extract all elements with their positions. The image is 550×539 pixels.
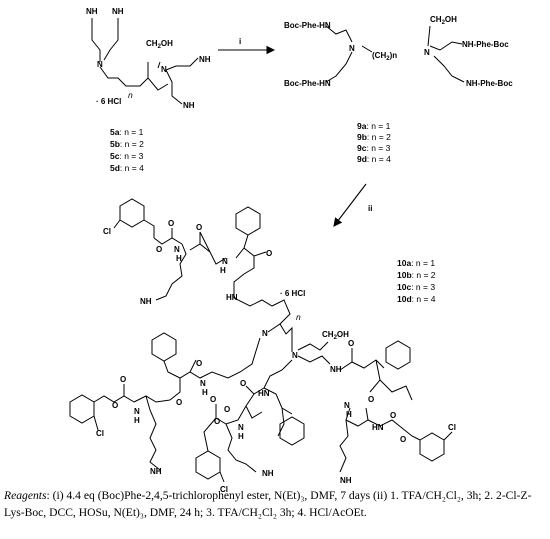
oxygen-label: O xyxy=(168,219,174,228)
phe-boc-label: NH-Phe-Boc xyxy=(466,79,513,88)
oxygen-label: O xyxy=(196,359,202,368)
nh-label: HN xyxy=(258,389,270,398)
nh-label: N xyxy=(200,379,206,388)
nitrogen-label: N xyxy=(161,65,167,74)
compound-10b: 10b: n = 2 xyxy=(397,270,436,280)
nh-label: NH xyxy=(330,365,342,374)
compound-10-structure: Cl O O N H O NH N H O HN · 6 HCl N N n C… xyxy=(69,198,456,494)
benzene-ring xyxy=(385,340,411,370)
compound-9-list: 9a: n = 1 9b: n = 2 9c: n = 3 9d: n = 4 xyxy=(357,121,391,164)
nh-label: N xyxy=(344,401,350,410)
compound-5-structure: NH NH N CH2OH N NH NH n · 6 HCl xyxy=(86,7,211,110)
reaction-step-i: i xyxy=(218,37,276,55)
oxygen-label: O xyxy=(156,245,162,254)
oxygen-label: O xyxy=(390,411,396,420)
benzene-ring xyxy=(69,394,95,424)
compound-5a: 5a: n = 1 xyxy=(110,127,144,137)
amine-label: NH xyxy=(340,476,352,485)
nh-label: N xyxy=(238,423,244,432)
boc-phe-label: Boc-Phe-HN xyxy=(284,21,331,30)
nh-label: N xyxy=(134,407,140,416)
boc-phe-label: Boc-Phe-HN xyxy=(284,79,331,88)
oxygen-label: O xyxy=(266,249,272,258)
compound-9c: 9c: n = 3 xyxy=(357,143,391,153)
nh-label: HN xyxy=(372,423,384,432)
h-label: H xyxy=(134,416,140,425)
amine-label: NH xyxy=(112,7,124,16)
linker-label: (CH2)n xyxy=(372,51,397,62)
n-index: n xyxy=(296,312,301,322)
nitrogen-label: N xyxy=(349,44,355,53)
nitrogen-label: N xyxy=(262,329,268,338)
oxygen-label: O xyxy=(210,395,216,404)
compound-5c: 5c: n = 3 xyxy=(110,151,144,161)
nitrogen-label: N xyxy=(97,60,103,69)
scheme-caption: Reagents: (i) 4.4 eq (Boc)Phe-2,4,5-tric… xyxy=(4,487,548,521)
benzene-ring xyxy=(419,432,445,462)
phe-boc-label: NH-Phe-Boc xyxy=(462,40,509,49)
reaction-arrow xyxy=(333,183,367,227)
benzene-ring xyxy=(195,450,221,480)
step-label: i xyxy=(239,37,241,46)
oxygen-label: O xyxy=(176,398,182,407)
nitrogen-label: N xyxy=(292,351,298,360)
benzene-ring xyxy=(119,198,145,228)
oxygen-label: O xyxy=(214,417,220,426)
amine-label: NH xyxy=(150,467,162,476)
ch2oh-label: CH2OH xyxy=(146,39,173,50)
h-label: H xyxy=(220,266,226,275)
oxygen-label: O xyxy=(368,395,374,404)
h-label: H xyxy=(346,410,352,419)
nitrogen-label: N xyxy=(424,48,430,57)
step-label: ii xyxy=(368,204,372,213)
caption-label: Reagents xyxy=(4,489,47,502)
chloro-label: Cl xyxy=(103,227,111,236)
h-label: H xyxy=(238,432,244,441)
oxygen-label: O xyxy=(348,339,354,348)
h-label: H xyxy=(202,388,208,397)
oxygen-label: O xyxy=(240,379,246,388)
compound-9d: 9d: n = 4 xyxy=(357,154,391,164)
ch2oh-label: CH2OH xyxy=(322,330,349,341)
n-index: n xyxy=(128,90,133,100)
chloro-label: Cl xyxy=(96,429,104,438)
compound-10-list: 10a: n = 1 10b: n = 2 10c: n = 3 10d: n … xyxy=(397,258,436,304)
amine-label: NH xyxy=(262,469,274,478)
h-label: H xyxy=(176,254,182,263)
compound-9-structure: Boc-Phe-HN Boc-Phe-HN N (CH2)n N CH2OH N… xyxy=(284,15,513,88)
oxygen-label: O xyxy=(400,435,406,444)
compound-5d: 5d: n = 4 xyxy=(110,163,144,173)
benzene-ring xyxy=(235,206,261,236)
reaction-step-ii: ii xyxy=(333,183,372,227)
chloro-label: Cl xyxy=(220,485,228,494)
benzene-ring xyxy=(279,416,305,446)
amine-label: NH xyxy=(199,55,211,64)
nh-label: N xyxy=(222,257,228,266)
compound-9a: 9a: n = 1 xyxy=(357,121,391,131)
oxygen-label: O xyxy=(196,223,202,232)
amine-label: NH xyxy=(86,7,98,16)
oxygen-label: O xyxy=(112,401,118,410)
compound-5b: 5b: n = 2 xyxy=(110,139,144,149)
compound-10d: 10d: n = 4 xyxy=(397,294,436,304)
ch2oh-label: CH2OH xyxy=(430,15,457,26)
caption-text: : (i) 4.4 eq (Boc)Phe-2,4,5-trichlorophe… xyxy=(4,489,532,519)
oxygen-label: O xyxy=(224,405,230,414)
oxygen-label: O xyxy=(120,375,126,384)
salt-label: · 6 HCl xyxy=(280,289,305,298)
amine-label: NH xyxy=(183,101,195,110)
compound-10a: 10a: n = 1 xyxy=(397,258,435,268)
benzene-ring xyxy=(151,332,177,362)
compound-10c: 10c: n = 3 xyxy=(397,282,435,292)
nh-label: HN xyxy=(226,293,238,302)
nh-label: N xyxy=(174,245,180,254)
compound-5-list: 5a: n = 1 5b: n = 2 5c: n = 3 5d: n = 4 xyxy=(110,127,144,173)
chloro-label: Cl xyxy=(448,423,456,432)
salt-label: · 6 HCl xyxy=(96,97,121,106)
amine-label: NH xyxy=(140,297,152,306)
compound-9b: 9b: n = 2 xyxy=(357,132,391,142)
